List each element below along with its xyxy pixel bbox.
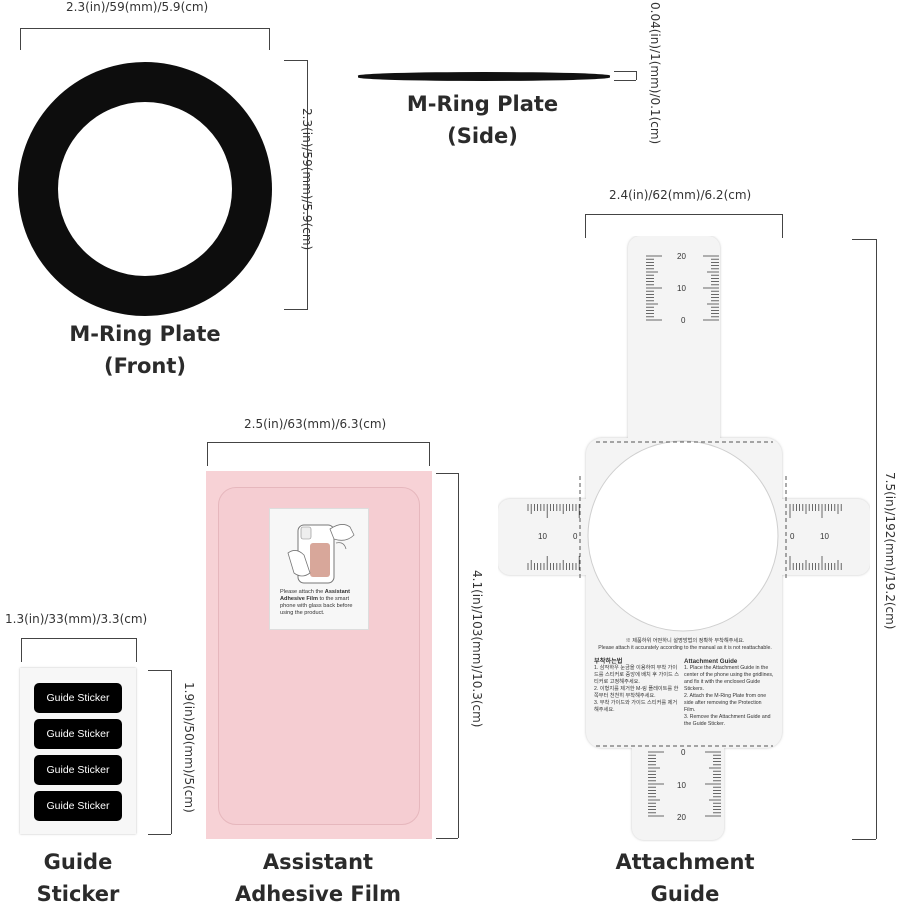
ring-side-label-line1: M-Ring Plate — [406, 92, 559, 116]
phone-hand-illustration — [287, 524, 355, 584]
guide-sticker-width-tick-right — [136, 638, 137, 662]
attachment-notice-en: Please attach it accurately according to… — [598, 645, 772, 651]
ruler-left-label-10: 10 — [538, 532, 547, 541]
guide-sticker-width-bracket — [21, 638, 136, 639]
ring-front-label-line2: (Front) — [104, 354, 186, 378]
attachment-guide-height-bracket — [876, 239, 877, 839]
adhesive-film-height-dimension: 4.1(in)/103(mm)/10.3(cm) — [470, 570, 484, 728]
ruler-bottom-label-10: 10 — [677, 781, 686, 790]
ring-front-plate — [18, 62, 272, 316]
ruler-left-label-0: 0 — [573, 532, 578, 541]
guide-sticker-label-line1: Guide — [43, 850, 113, 874]
attachment-guide-height-dimension: 7.5(in)/192(mm)/19.2(cm) — [883, 472, 897, 630]
guide-sticker-2: Guide Sticker — [34, 719, 122, 749]
adhesive-film-height-tick-bottom — [436, 838, 458, 839]
ruler-right-label-0: 0 — [790, 532, 795, 541]
ruler-right-label-10: 10 — [820, 532, 829, 541]
ring-side-label-line2: (Side) — [447, 124, 518, 148]
ring-front-width-tick-left — [20, 28, 21, 50]
attachment-notice-kr: ※ 제품하위 어떤하니 설명방법의 정확하 부착해주세요. — [625, 638, 745, 644]
ruler-bottom-label-20: 20 — [677, 813, 686, 822]
ring-front-width-tick-right — [269, 28, 270, 50]
adhesive-card-text-pre: Please attach the — [280, 589, 325, 595]
ruler-top-label-0: 0 — [681, 316, 686, 325]
ring-side-thickness-dimension: 0.04(in)/1(mm)/0.1(cm) — [648, 2, 662, 145]
ring-front-label: M-Ring Plate (Front) — [40, 318, 250, 382]
guide-sticker-4: Guide Sticker — [34, 791, 122, 821]
attachment-step-kr-3: 3. 부착 가이드와 가이드 스티커를 제거해주세요. — [594, 700, 678, 713]
guide-sticker-sheet: Guide Sticker Guide Sticker Guide Sticke… — [20, 668, 136, 834]
guide-sticker-3: Guide Sticker — [34, 755, 122, 785]
attachment-guide-label-line1: Attachment — [615, 850, 755, 874]
guide-sticker-height-tick-bottom — [148, 834, 171, 835]
adhesive-film-height-bracket — [458, 473, 459, 838]
attachment-notice: ※ 제품하위 어떤하니 설명방법의 정확하 부착해주세요. Please att… — [594, 638, 776, 652]
ring-front-height-dimension: 2.3(in)/59(mm)/5.9(cm) — [300, 108, 314, 251]
guide-sticker-height-dimension: 1.9(in)/50(mm)/5(cm) — [182, 682, 196, 813]
attachment-step-en-3: 3. Remove the Attachment Guide and the G… — [684, 714, 771, 727]
adhesive-film-height-tick-top — [436, 473, 458, 474]
attachment-guide-label: Attachment Guide — [580, 846, 790, 910]
ring-front-height-tick-bottom — [284, 309, 307, 310]
ring-front-label-line1: M-Ring Plate — [69, 322, 221, 346]
guide-sticker-label: Guide Sticker — [8, 846, 148, 910]
attachment-step-en-1: 1. Place the Attachment Guide in the cen… — [684, 665, 774, 692]
attachment-guide-width-bracket — [585, 214, 783, 215]
guide-sticker-height-bracket — [171, 670, 172, 834]
adhesive-film-label-line2: Adhesive Film — [234, 882, 402, 906]
guide-sticker-width-tick-left — [21, 638, 22, 662]
attachment-steps-kr: 부착하는법 1. 삼작하우 눈금을 이용하여 부착 가이드를 스티커로 중앙에 … — [594, 658, 680, 714]
adhesive-film-label: Assistant Adhesive Film — [213, 846, 423, 910]
adhesive-film-width-tick-right — [429, 442, 430, 466]
attachment-steps-en-title: Attachment Guide — [684, 658, 738, 665]
attachment-guide-width-tick-right — [782, 214, 783, 238]
ring-front-width-bracket — [20, 28, 270, 29]
attachment-guide-width-tick-left — [585, 214, 586, 238]
guide-sticker-1: Guide Sticker — [34, 683, 122, 713]
attachment-guide-height-tick-top — [852, 239, 876, 240]
ring-side-plate — [358, 72, 610, 81]
attachment-step-kr-2: 2. 이형지를 제거한 M-링 플레이트를 한쪽부터 천천히 부착해주세요. — [594, 686, 679, 699]
ring-side-tick-top — [614, 71, 636, 72]
adhesive-film-card-text: Please attach the Assistant Adhesive Fil… — [280, 589, 360, 617]
ring-side-bracket — [636, 71, 637, 80]
attachment-steps-kr-title: 부착하는법 — [594, 658, 623, 665]
adhesive-card-text-post: to the smart phone with glass back befor… — [280, 596, 353, 616]
attachment-step-kr-1: 1. 삼작하우 눈금을 이용하여 부착 가이드를 스티커로 중앙에 배치 후 가… — [594, 665, 680, 685]
guide-sticker-width-dimension: 1.3(in)/33(mm)/3.3(cm) — [5, 612, 148, 626]
ring-side-label: M-Ring Plate (Side) — [380, 88, 585, 152]
adhesive-film-width-tick-left — [207, 442, 208, 466]
ruler-top-label-20: 20 — [677, 252, 686, 261]
adhesive-card-text-bold: Assistant Adhesive Film — [280, 589, 350, 602]
attachment-guide-label-line2: Guide — [650, 882, 720, 906]
adhesive-film-width-bracket — [207, 442, 429, 443]
adhesive-film-label-line1: Assistant — [262, 850, 374, 874]
ring-front-height-tick-top — [284, 60, 307, 61]
guide-sticker-height-tick-top — [148, 670, 171, 671]
adhesive-film-width-dimension: 2.5(in)/63(mm)/6.3(cm) — [244, 417, 387, 431]
guide-sticker-label-line2: Sticker — [36, 882, 120, 906]
attachment-guide-panel: 20 10 0 0 10 20 10 0 0 10 ※ 제품하위 어떤하니 설명… — [498, 236, 870, 842]
attachment-steps-en: Attachment Guide 1. Place the Attachment… — [684, 658, 774, 728]
attachment-step-en-2: 2. Attach the M-Ring Plate from one side… — [684, 693, 767, 713]
ring-front-height-bracket — [307, 60, 308, 310]
attachment-guide-width-dimension: 2.4(in)/62(mm)/6.2(cm) — [609, 188, 752, 202]
ruler-bottom-label-0: 0 — [681, 748, 686, 757]
adhesive-film-sheet: Please attach the Assistant Adhesive Fil… — [206, 471, 432, 839]
attachment-guide-height-tick-bottom — [852, 839, 876, 840]
ring-front-width-dimension: 2.3(in)/59(mm)/5.9(cm) — [66, 0, 209, 14]
ring-side-tick-bottom — [614, 80, 636, 81]
adhesive-film-instruction-card: Please attach the Assistant Adhesive Fil… — [269, 508, 369, 630]
ruler-top-label-10: 10 — [677, 284, 686, 293]
